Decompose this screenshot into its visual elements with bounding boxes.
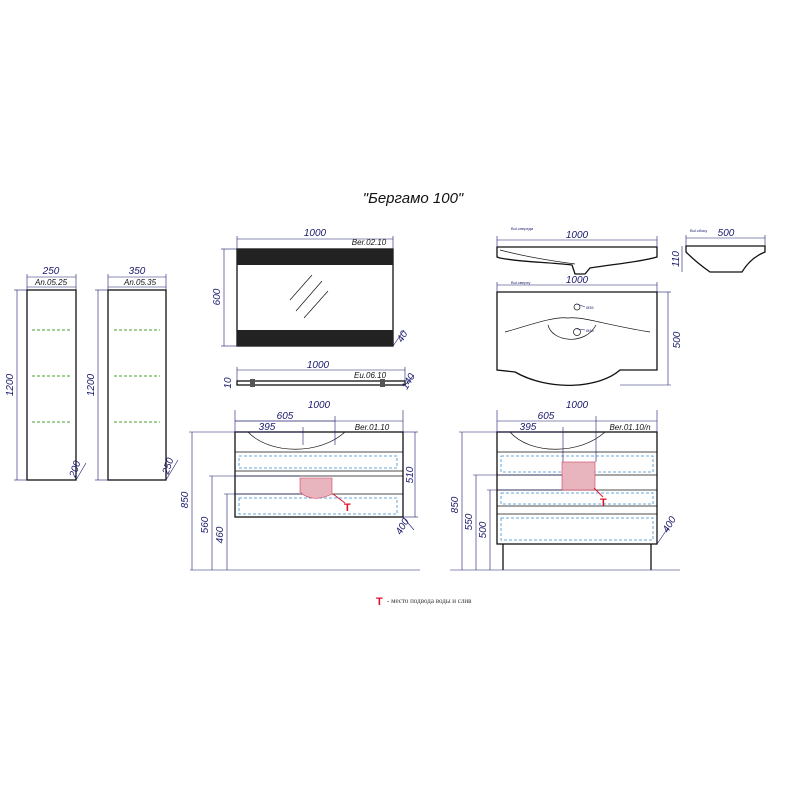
cabinet-350-depth: 250 — [161, 456, 177, 477]
cabinet-250-body — [26, 289, 77, 481]
vanity-floor-dim-605: 605 — [538, 411, 555, 422]
mirror-glare — [289, 274, 313, 301]
basin-top-label: Bul.сверху — [511, 280, 530, 285]
basin-top-hole-2: Ø43 — [586, 328, 594, 333]
vanity-wall-basin-curve — [247, 431, 346, 450]
vanity-floor-service-zone — [561, 461, 596, 491]
basin-top-bowl-edge — [504, 317, 651, 333]
basin-top-hole-1: Ø35 — [586, 305, 594, 310]
vanity-floor-drawer — [500, 455, 654, 473]
basin-side-height: 110 — [671, 251, 682, 267]
cabinet-250-height: 1200 — [5, 373, 16, 396]
mirror-top-band — [237, 249, 393, 265]
basin-front-view: 1000 Bul.спереди — [496, 226, 658, 275]
vanity-floor-drawer — [500, 492, 654, 505]
shelf-depth: 140 — [400, 371, 418, 391]
mirror-height: 600 — [212, 288, 223, 305]
vanity-wall-depth: 400 — [394, 516, 412, 536]
glass-shelf-plate — [236, 380, 406, 386]
vanity-wall-dim-560: 560 — [200, 516, 211, 533]
basin-top-outline — [496, 291, 658, 386]
basin-front-label: Bul.спереди — [511, 226, 533, 231]
cabinet-250-depth: 200 — [68, 459, 84, 480]
vanity-floor-basin-curve — [509, 431, 606, 450]
vanity-wall-dim-395: 395 — [259, 422, 276, 433]
vanity-floor-depth: 400 — [661, 514, 679, 534]
mirror-code: Ber.02.10 — [352, 238, 387, 247]
vanity-floor-body — [496, 431, 658, 545]
vanity-wall-width: 1000 — [308, 400, 331, 411]
cabinet-350-width: 350 — [129, 266, 146, 277]
cabinet-350-height: 1200 — [86, 373, 97, 396]
vanity-floor-drawer — [500, 517, 654, 541]
basin-top-drain-hole — [573, 328, 581, 336]
cabinet-350-body — [107, 289, 167, 481]
vanity-floor-dim-500: 500 — [478, 521, 489, 538]
glass-shelf-view: 1000 Eu.06.10 10 140 — [223, 360, 418, 392]
basin-top-width: 1000 — [566, 275, 589, 286]
vanity-wall-dim-850: 850 — [180, 491, 191, 508]
vanity-wall-view: Т 1000 605 395 Ber.01.10 850 560 460 510… — [180, 400, 420, 571]
vanity-wall-dim-510: 510 — [405, 466, 416, 483]
drawing-title: "Бергамо 100" — [363, 190, 464, 207]
vanity-floor-width: 1000 — [566, 400, 589, 411]
vanity-floor-view: Т 1000 605 395 Ber.01.10/n 850 550 500 4… — [450, 400, 680, 571]
vanity-floor-service-marker: Т — [600, 497, 607, 509]
cabinet-250-view: 250 An.05.25 1200 200 — [5, 266, 87, 481]
legend-marker: Т — [376, 596, 383, 608]
legend-text: - место подвода воды и слив — [387, 597, 472, 605]
shelf-code: Eu.06.10 — [354, 371, 387, 380]
vanity-wall-code: Ber.01.10 — [355, 423, 390, 432]
vanity-wall-service-zone — [299, 477, 333, 499]
vanity-wall-dim-605: 605 — [277, 411, 294, 422]
vanity-wall-service-marker: Т — [344, 502, 351, 514]
vanity-wall-drawer — [238, 497, 398, 515]
shelf-width: 1000 — [307, 360, 330, 371]
cabinet-250-width: 250 — [42, 266, 60, 277]
basin-top-depth: 500 — [672, 331, 683, 348]
vanity-floor-dim-550: 550 — [464, 513, 475, 530]
vanity-wall-drawer — [238, 455, 398, 469]
basin-top-bowl — [547, 324, 597, 340]
shelf-bracket — [250, 379, 255, 387]
legend: Т - место подвода воды и слив — [376, 596, 472, 608]
basin-side-label: Bul.сбоку — [690, 228, 707, 233]
vanity-wall-dim-460: 460 — [215, 526, 226, 543]
mirror-width: 1000 — [304, 228, 327, 239]
vanity-wall-body — [234, 431, 404, 518]
cabinet-350-code: An.05.35 — [123, 278, 157, 287]
shelf-thickness: 10 — [223, 377, 234, 389]
basin-side-outline — [685, 245, 766, 273]
shelf-bracket — [380, 379, 385, 387]
basin-side-width: 500 — [718, 228, 735, 239]
vanity-floor-dim-395: 395 — [520, 422, 537, 433]
mirror-depth: 40 — [395, 329, 410, 345]
cabinet-350-view: 350 An.05.35 1200 250 — [86, 266, 179, 481]
basin-front-width: 1000 — [566, 230, 589, 241]
mirror-bottom-band — [237, 330, 393, 346]
cabinet-250-code: An.05.25 — [34, 278, 68, 287]
basin-side-view: 500 110 Bul.сбоку — [671, 228, 766, 273]
vanity-floor-code: Ber.01.10/n — [609, 423, 651, 432]
basin-top-view: 1000 500 Ø35 Ø43 Bul.сверху — [496, 275, 683, 386]
basin-front-outline — [496, 246, 658, 275]
mirror-view: 1000 Ber.02.10 600 40 — [212, 228, 411, 347]
vanity-floor-dim-850: 850 — [450, 496, 461, 513]
